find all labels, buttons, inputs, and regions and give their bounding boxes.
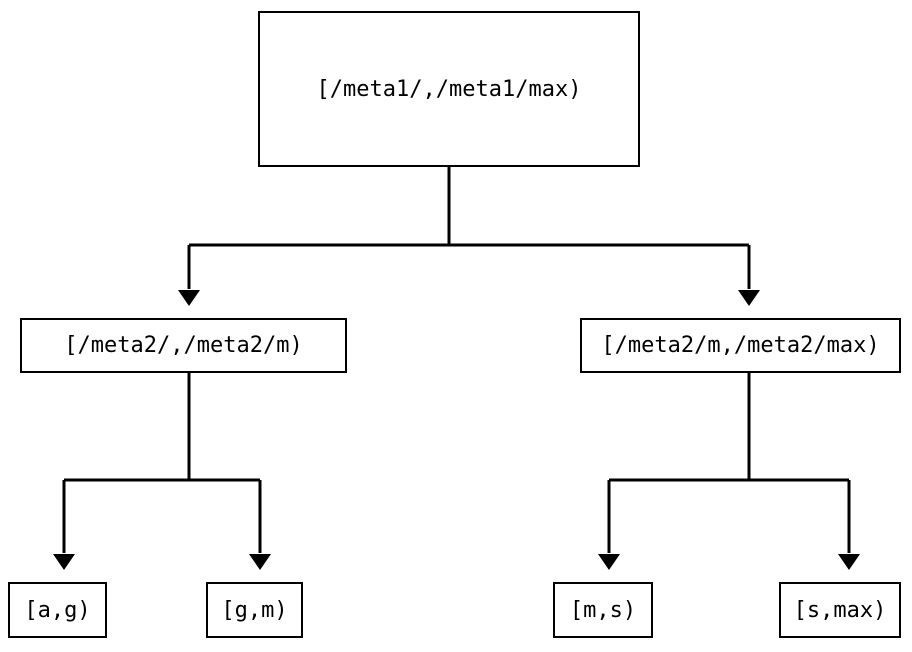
edge-root-to-mid — [178, 167, 760, 306]
node-root[interactable]: [/meta1/,/meta1/max) — [258, 11, 640, 167]
node-leaf-2-label: [g,m) — [221, 597, 288, 623]
node-leaf-1[interactable]: [a,g) — [8, 582, 107, 638]
arrowhead-leaf-2 — [249, 554, 271, 570]
arrowhead-mid-right — [738, 290, 760, 306]
arrowhead-leaf-3 — [598, 554, 620, 570]
edge-midleft-to-leaves — [53, 373, 271, 570]
node-leaf-4[interactable]: [s,max) — [779, 582, 901, 638]
node-mid-right-label: [/meta2/m,/meta2/max) — [601, 333, 880, 358]
node-leaf-1-label: [a,g) — [24, 597, 91, 623]
node-leaf-3[interactable]: [m,s) — [553, 582, 653, 638]
node-mid-right[interactable]: [/meta2/m,/meta2/max) — [580, 318, 901, 373]
node-mid-left[interactable]: [/meta2/,/meta2/m) — [20, 318, 347, 373]
edge-midright-to-leaves — [598, 373, 860, 570]
node-root-label: [/meta1/,/meta1/max) — [316, 76, 582, 102]
node-leaf-3-label: [m,s) — [569, 597, 637, 623]
node-leaf-2[interactable]: [g,m) — [206, 582, 303, 638]
arrowhead-leaf-1 — [53, 554, 75, 570]
arrowhead-mid-left — [178, 290, 200, 306]
node-leaf-4-label: [s,max) — [793, 597, 887, 623]
arrowhead-leaf-4 — [838, 554, 860, 570]
node-mid-left-label: [/meta2/,/meta2/m) — [64, 333, 303, 358]
